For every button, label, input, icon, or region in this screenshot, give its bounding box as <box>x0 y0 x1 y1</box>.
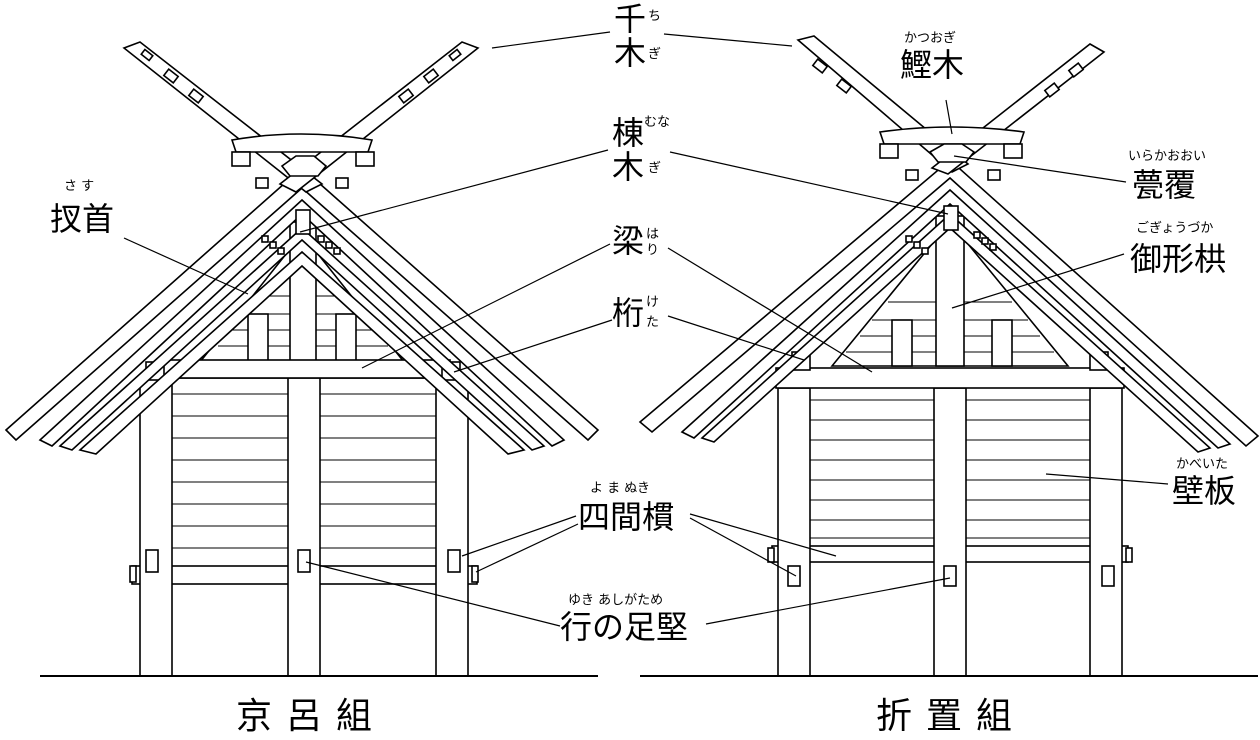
right-post-outer-left <box>777 387 811 677</box>
right-building-orioki <box>638 35 1260 677</box>
svg-text:た: た <box>646 315 659 330</box>
svg-text:行の足堅: 行の足堅 <box>560 608 688 646</box>
left-ridge <box>230 133 375 255</box>
label-kabeita: かべいた 壁板 <box>1172 457 1236 510</box>
label-gogyouzuka: ごぎょうづか 御形栱 <box>1130 220 1226 278</box>
svg-text:棟: 棟 <box>612 114 644 152</box>
label-keta: 桁 け た <box>612 294 659 332</box>
left-post-center <box>287 377 321 677</box>
svg-text:かつおぎ: かつおぎ <box>904 31 956 46</box>
svg-text:り: り <box>646 243 659 258</box>
svg-text:ぎ: ぎ <box>648 47 661 62</box>
label-yukinoashigatame: ゆき あしがため 行の足堅 <box>560 593 688 646</box>
label-katsuogi: かつおぎ 鰹木 <box>900 31 964 84</box>
label-munagi: 棟 木 むな ぎ <box>612 114 670 186</box>
label-hari: 梁 は り <box>612 222 659 260</box>
svg-text:かべいた: かべいた <box>1176 457 1228 472</box>
label-chigi: 千 木 ち ぎ <box>614 0 661 72</box>
left-building-kyorogumi <box>4 41 600 677</box>
right-beam-hari <box>775 367 1125 389</box>
right-ridge <box>878 126 1026 255</box>
svg-text:ごぎょうづか: ごぎょうづか <box>1136 220 1213 236</box>
svg-text:四間樌: 四間樌 <box>578 498 674 536</box>
svg-text:桁: 桁 <box>612 294 644 332</box>
right-title-oriokigumi: 折置組 <box>876 696 1026 737</box>
left-munagi-block <box>295 209 311 235</box>
svg-text:いらかおおい: いらかおおい <box>1128 149 1206 164</box>
svg-text:御形栱: 御形栱 <box>1130 240 1226 278</box>
svg-text:木: 木 <box>614 34 646 72</box>
right-post-outer-right <box>1089 387 1123 677</box>
svg-text:木: 木 <box>612 148 644 186</box>
svg-text:け: け <box>646 295 659 310</box>
svg-text:は: は <box>646 227 659 242</box>
svg-text:ち: ち <box>648 9 661 24</box>
svg-text:さ す: さ す <box>64 179 94 194</box>
label-irakaooi: いらかおおい 甍覆 <box>1128 149 1206 204</box>
svg-text:ぎ: ぎ <box>648 161 661 176</box>
svg-text:むな: むな <box>644 115 670 130</box>
label-yomanuki: よ ま ぬき 四間樌 <box>578 481 674 536</box>
svg-text:鰹木: 鰹木 <box>900 46 964 84</box>
label-sasu: さ す 扠首 <box>50 179 114 238</box>
left-chigi <box>122 41 480 193</box>
svg-text:ゆき あしがため: ゆき あしがため <box>568 593 663 608</box>
right-munagi-block <box>943 205 959 231</box>
svg-text:梁: 梁 <box>612 222 644 260</box>
left-beam-hari <box>159 359 451 379</box>
svg-text:扠首: 扠首 <box>50 200 114 238</box>
svg-text:甍覆: 甍覆 <box>1132 166 1196 204</box>
left-post-outer-right <box>435 377 469 677</box>
svg-text:壁板: 壁板 <box>1172 472 1236 510</box>
left-post-outer-left <box>139 377 173 677</box>
right-post-center <box>933 387 967 677</box>
svg-text:よ ま ぬき: よ ま ぬき <box>590 481 650 496</box>
leader-lines <box>123 31 1169 627</box>
svg-text:千: 千 <box>614 0 646 38</box>
right-gable-boards <box>830 215 1070 367</box>
left-title-kyorogumi: 京呂組 <box>236 696 386 737</box>
